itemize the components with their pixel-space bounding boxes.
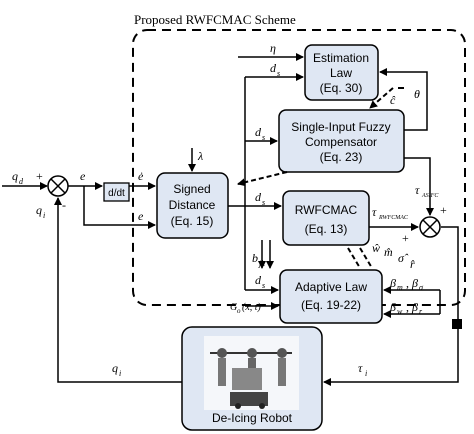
signed-distance-line3: (Eq. 15) [171,214,214,228]
summing-junction-output [419,216,441,238]
adaptive-law-line1: Adaptive Law [295,280,367,294]
label-minus-input: - [62,198,66,212]
label-tau-asfc-sub: ASIFC [421,193,439,199]
label-rhat: r̂ [410,257,415,271]
label-ds-estimation: d [270,61,277,75]
summing-junction-input [47,175,69,197]
label-go-sub: o [237,307,241,315]
label-beta-w-sub: w [397,307,403,316]
label-ds-adaptive-sub: s [262,281,265,290]
rwfcmac-block [282,190,370,246]
label-e-bottom: e [138,209,144,223]
estimation-law-line1: Estimation [313,51,369,65]
feedback-dot [452,319,462,329]
label-beta-m-sub: m [397,283,403,292]
label-go-args: (x, t) [242,302,262,313]
label-tau-rw: τ [372,205,377,219]
label-beta-r-sub: r [419,307,423,316]
label-beta-sigma: β [411,276,418,290]
label-lambda: λ [197,149,203,163]
signed-distance-line2: Distance [169,198,216,212]
signed-distance-line1: Signed [173,182,210,196]
label-ds-adaptive: d [255,273,262,287]
label-ds-rwfcmac: d [255,190,262,204]
label-qi-sub: i [43,211,45,220]
label-theta: θ [414,87,420,101]
label-beta-m: β [389,276,396,290]
label-go: G [230,302,237,313]
estimation-law-line2: Law [330,66,352,80]
fuzzy-compensator-block [278,109,405,173]
label-qi: q [36,203,42,217]
label-what: ŵ [372,241,380,255]
label-tau-i-sub: i [365,369,367,378]
label-tau-rw-sub: RWFCMAC [378,215,409,221]
fuzzy-compensator-line1: Single-Input Fuzzy [291,120,390,134]
label-plus-input: + [36,169,43,183]
derivative-block [103,182,130,202]
rwfcmac-line1: RWFCMAC [295,203,358,217]
label-tau-i: τ [358,361,363,375]
fuzzy-compensator-line3: (Eq. 23) [320,150,363,164]
estimation-law-line3: (Eq. 30) [320,81,363,95]
fuzzy-compensator-line2: Compensator [305,135,377,149]
label-bjk: b [252,251,258,265]
label-ds-estimation-sub: s [277,69,280,78]
derivative-label: d/dt [108,188,125,199]
label-e-top: e [80,169,86,183]
robot-label: De-Icing Robot [212,411,293,425]
rwfcmac-line2: (Eq. 13) [305,222,348,236]
robot-image [204,336,299,410]
label-qd: q [12,169,18,183]
label-bjk-sub: jk [258,259,265,268]
label-mhat: m̂ [384,245,393,259]
label-plus-asfc: + [440,203,447,217]
label-beta-w: β [389,300,396,314]
label-beta-comma-2: , [406,300,409,314]
label-ds-compensator: d [255,125,262,139]
scheme-title: Proposed RWFCMAC Scheme [134,12,296,27]
label-tau-asfc: τ [415,183,420,197]
label-qi-out: q [112,361,118,375]
label-ds-compensator-sub: s [262,133,265,142]
label-eta: η [270,41,276,55]
label-beta-sigma-sub: σ [419,283,424,292]
adaptive-law-block [279,269,383,324]
label-plus-rw: + [402,231,409,245]
label-qd-sub: d [19,177,24,186]
scheme-boundary [132,29,466,306]
adaptive-law-line2: (Eq. 19-22) [301,298,361,312]
label-qi-out-sub: i [119,369,121,378]
label-chat: ĉ [390,93,396,107]
label-sigmahat: σ̂ [398,251,409,265]
estimation-law-block [304,44,379,101]
label-ds-rwfcmac-sub: s [262,198,265,207]
label-beta-r: β [411,300,418,314]
label-edot: ė [138,169,144,183]
label-beta-comma-1: , [406,276,409,290]
